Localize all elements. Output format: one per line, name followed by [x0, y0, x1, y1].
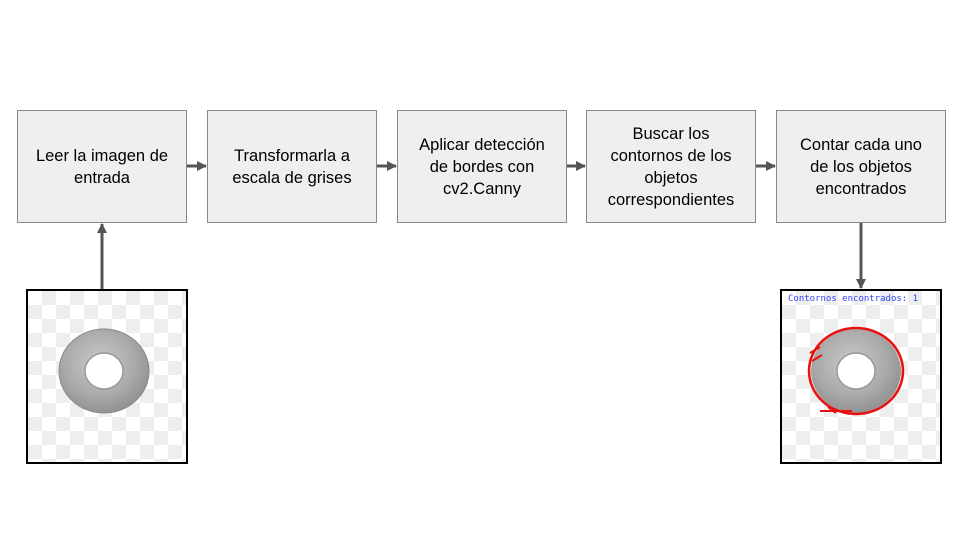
- step-box-grayscale: Transformarla a escala de grises: [207, 110, 377, 223]
- step-box-count-objects: Contar cada uno de los objetos encontrad…: [776, 110, 946, 223]
- step-label: Leer la imagen de entrada: [35, 146, 169, 187]
- input-image: [26, 289, 188, 464]
- step-label: Transformarla a escala de grises: [232, 146, 352, 187]
- step-box-find-contours: Buscar los contornos de los objetos corr…: [586, 110, 756, 223]
- step-box-read-image: Leer la imagen de entrada: [17, 110, 187, 223]
- step-label: Buscar los contornos de los objetos corr…: [607, 124, 735, 209]
- step-label: Contar cada uno de los objetos encontrad…: [799, 135, 922, 198]
- output-image: Contornos encontrados: 1: [780, 289, 942, 464]
- washer-image: [58, 328, 150, 414]
- detected-contour: [807, 326, 905, 416]
- washer-contour-image: [807, 326, 905, 416]
- contour-count-caption: Contornos encontrados: 1: [788, 294, 919, 304]
- step-box-canny: Aplicar detección de bordes con cv2.Cann…: [397, 110, 567, 223]
- step-label: Aplicar detección de bordes con cv2.Cann…: [419, 135, 545, 198]
